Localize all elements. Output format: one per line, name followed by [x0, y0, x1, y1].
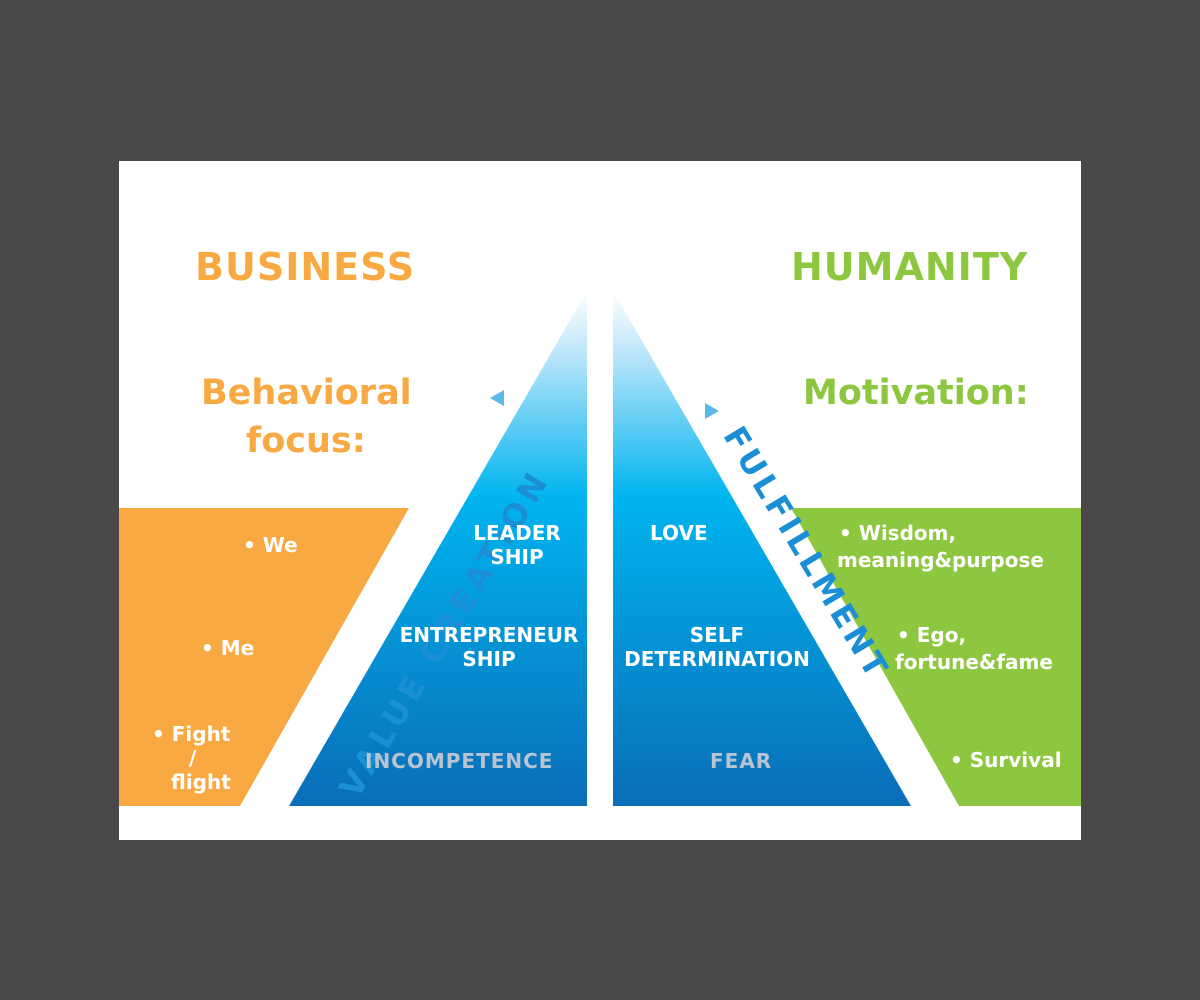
level-entrepreneurship: ENTREPRENEUR SHIP	[389, 623, 589, 671]
bullet-meaning-purpose-text: meaning&purpose	[837, 548, 1044, 572]
bullet-me-text: Me	[220, 636, 255, 660]
level-self-determination: SELF DETERMINATION	[617, 623, 817, 671]
motivation-heading: Motivation:	[803, 373, 1029, 413]
bullet-dot: •	[839, 521, 852, 545]
level-entrepreneurship-line1: ENTREPRENEUR	[399, 623, 579, 647]
humanity-band	[791, 508, 1081, 806]
value-creation-arrow-icon	[490, 390, 504, 406]
bullet-fight-flight: • Fight	[152, 722, 230, 746]
bullet-ego: • Ego,	[897, 623, 966, 647]
fulfillment-pyramid	[613, 291, 911, 806]
bullet-dot: •	[152, 722, 165, 746]
level-leadership-line2: SHIP	[490, 545, 544, 569]
value-creation-pyramid	[289, 291, 587, 806]
level-fear: FEAR	[710, 749, 773, 773]
level-love: LOVE	[650, 521, 708, 545]
bullet-flight-text: flight	[171, 770, 231, 794]
bullet-me: • Me	[201, 636, 254, 660]
fulfillment-arrow-icon	[705, 403, 719, 419]
bullet-fight-slash: /	[189, 746, 197, 770]
humanity-title: HUMANITY	[791, 245, 1029, 289]
bullet-wisdom-text: Wisdom,	[858, 521, 957, 545]
bullet-dot: •	[897, 623, 910, 647]
level-self-determination-line1: SELF	[689, 623, 745, 647]
bullet-dot: •	[201, 636, 214, 660]
bullet-we: • We	[243, 533, 298, 557]
business-band	[119, 508, 409, 806]
bullet-we-text: We	[262, 533, 298, 557]
bullet-dot: •	[243, 533, 256, 557]
bullet-fortune-fame-text: fortune&fame	[895, 650, 1053, 674]
bullet-survival: • Survival	[950, 748, 1062, 772]
bullet-survival-text: Survival	[969, 748, 1062, 772]
behavioral-focus-line2: focus:	[246, 421, 366, 461]
level-self-determination-line2: DETERMINATION	[624, 647, 810, 671]
behavioral-focus-line1: Behavioral	[201, 373, 412, 413]
bullet-fight-text: Fight	[171, 722, 231, 746]
diagram-card: VALUE CREATION FULFILLMENT BUSINESS Beha…	[119, 161, 1081, 840]
level-leadership: LEADER SHIP	[457, 521, 577, 569]
level-entrepreneurship-line2: SHIP	[462, 647, 516, 671]
level-incompetence: INCOMPETENCE	[365, 749, 554, 773]
pyramid-diagram: VALUE CREATION FULFILLMENT	[119, 291, 1081, 806]
business-title: BUSINESS	[195, 245, 416, 289]
bullet-wisdom: • Wisdom,	[839, 521, 956, 545]
bullet-ego-text: Ego,	[916, 623, 967, 647]
level-leadership-line1: LEADER	[473, 521, 561, 545]
bullet-dot: •	[950, 748, 963, 772]
